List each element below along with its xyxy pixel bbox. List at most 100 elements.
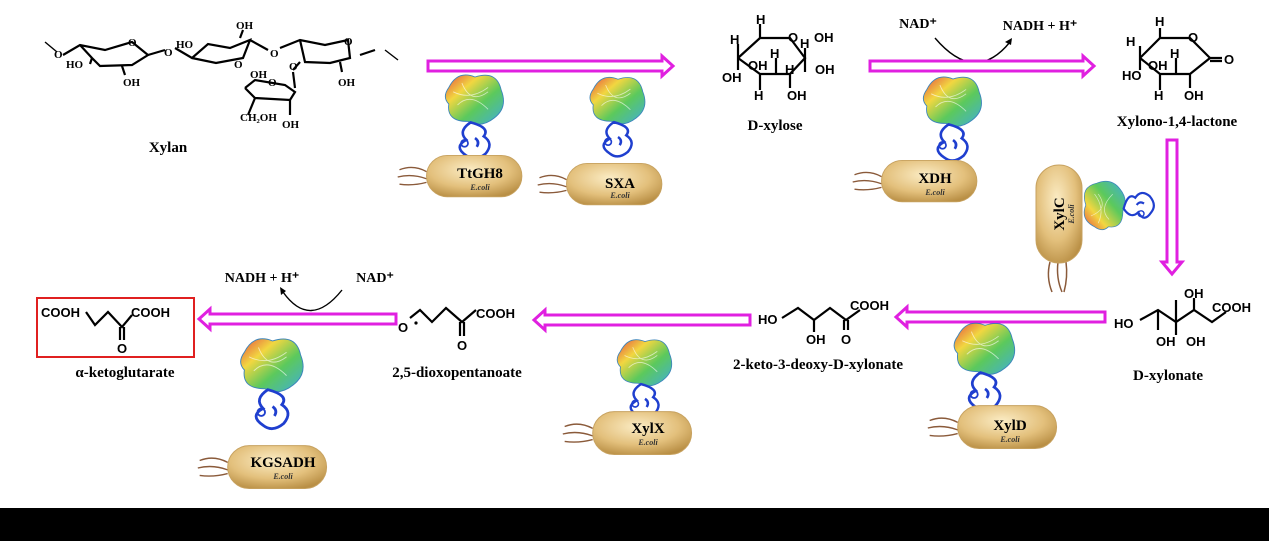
atom-label: H <box>754 88 763 103</box>
atom-label: OH <box>282 119 300 131</box>
enzyme-label-xyld: XylD <box>993 418 1027 434</box>
atom-label: OH <box>338 77 356 89</box>
cofactor-nad: NAD⁺ <box>356 271 394 286</box>
reaction-arrow-1 <box>426 52 676 80</box>
atom-label: O <box>54 49 63 61</box>
ttgh8-protein-icon <box>444 73 505 160</box>
reaction-arrow-3 <box>1158 138 1186 277</box>
atom-label: OH <box>814 30 834 45</box>
atom-label: O <box>398 320 408 335</box>
d-xylonate-structure: OH COOH HO OH OH <box>1114 286 1251 349</box>
atom-label: H <box>730 32 739 47</box>
kgsadh-protein-icon <box>238 337 305 431</box>
enzyme-label-sxa: SXA <box>605 176 635 192</box>
d-xylose-structure: H O OH H H OH H OH OH H OH H <box>722 12 835 103</box>
atom-label: COOH <box>1212 300 1251 315</box>
host-label: E.coli <box>637 438 658 447</box>
atom-label: H <box>756 12 765 27</box>
atom-label: O <box>457 338 467 353</box>
d-xylonate-label: D-xylonate <box>1133 368 1203 384</box>
atom-label: O <box>841 332 851 347</box>
enzyme-label-xylx: XylX <box>631 421 665 437</box>
atom-label: O <box>1188 30 1198 45</box>
atom-label: OH <box>806 332 826 347</box>
atom-label: OH <box>1148 58 1168 73</box>
atom-label: O <box>268 77 277 89</box>
atom-label: O <box>128 37 137 49</box>
atom-label: H <box>1170 46 1179 61</box>
sxa-protein-icon <box>588 76 647 158</box>
atom-label: OH <box>815 62 835 77</box>
atom-label: HO <box>176 39 194 51</box>
atom-label: O <box>289 61 298 73</box>
xylx-ecoli-cell-icon <box>562 410 693 456</box>
akg-structure: COOH COOH O <box>41 305 170 356</box>
reaction-arrow-4 <box>893 303 1107 331</box>
cofactor-curve <box>282 289 343 312</box>
cofactor-nadh: NADH + H⁺ <box>225 271 299 286</box>
atom-label: O <box>1224 52 1234 67</box>
atom-label: OH <box>1184 286 1204 301</box>
enzyme-label-xylc: XylC <box>1052 197 1068 230</box>
atom-label: COOH <box>850 298 889 313</box>
atom-label: O <box>788 30 798 45</box>
enzyme-label-xdh: XDH <box>918 171 952 187</box>
cofactor-curve <box>934 37 1011 64</box>
atom-label: COOH <box>131 305 170 320</box>
host-label: E.coli <box>999 435 1020 444</box>
atom-label: H <box>1154 88 1163 103</box>
enzyme-label-ttgh8: TtGH8 <box>457 166 503 182</box>
highlight-box <box>36 297 195 358</box>
xyld-protein-icon <box>952 321 1017 412</box>
atom-label: H <box>770 46 779 61</box>
atom-label: H <box>1126 34 1135 49</box>
xdh-protein-icon <box>922 75 983 162</box>
reaction-arrow-6 <box>196 305 398 333</box>
atom-label: COOH <box>41 305 80 320</box>
sxa-ecoli-cell-icon <box>537 162 663 206</box>
atom-label: OH <box>722 70 742 85</box>
atom-label: H <box>800 36 809 51</box>
xylan-label: Xylan <box>149 140 188 156</box>
atom-label: O <box>234 59 243 71</box>
kdx-structure: HO COOH OH O <box>758 298 889 347</box>
dioxopentanoate-structure: O COOH O <box>398 306 515 353</box>
xylc-protein-icon <box>1082 179 1156 232</box>
host-label: E.coli <box>1067 204 1076 225</box>
xyld-ecoli-cell-icon <box>927 404 1058 450</box>
atom-label: O <box>270 48 279 60</box>
xylonolactone-label: Xylono-1,4-lactone <box>1117 114 1238 130</box>
enzyme-label-kgsadh: KGSADH <box>250 455 315 471</box>
atom-label: HO <box>758 312 778 327</box>
kdx-label: 2-keto-3-deoxy-D-xylonate <box>733 357 903 373</box>
host-label: E.coli <box>469 183 490 192</box>
reaction-arrow-5 <box>531 306 752 334</box>
atom-label: HO <box>1122 68 1142 83</box>
host-label: E.coli <box>272 472 293 481</box>
atom-label: HO <box>66 59 84 71</box>
xylonolactone-structure: H O H O HO H OH H OH <box>1122 14 1234 103</box>
host-label: E.coli <box>609 191 630 200</box>
atom-label: COOH <box>476 306 515 321</box>
xdh-ecoli-cell-icon <box>852 159 978 203</box>
xylx-protein-icon <box>615 338 674 420</box>
atom-label: H <box>1155 14 1164 29</box>
bottom-black-bar <box>0 508 1269 541</box>
reaction-arrow-2 <box>868 52 1097 80</box>
atom-label: CH₂OH <box>240 112 277 124</box>
atom-label: OH <box>250 69 268 81</box>
akg-label: α-ketoglutarate <box>75 365 175 381</box>
host-label: E.coli <box>924 188 945 197</box>
atom-label: O <box>117 341 127 356</box>
atom-label: OH <box>236 20 254 32</box>
atom-label: OH <box>748 58 768 73</box>
atom-label: O <box>164 47 173 59</box>
atom-label: O <box>344 36 353 48</box>
atom-label: OH <box>1186 334 1206 349</box>
atom-label: OH <box>1184 88 1204 103</box>
xylc-ecoli-cell-icon <box>1035 164 1083 293</box>
xylan-structure: O HO OH O HO OH O O O O OH O OH CH₂OH OH… <box>44 20 399 131</box>
cofactor-nadh: NADH + H⁺ <box>1003 19 1077 34</box>
